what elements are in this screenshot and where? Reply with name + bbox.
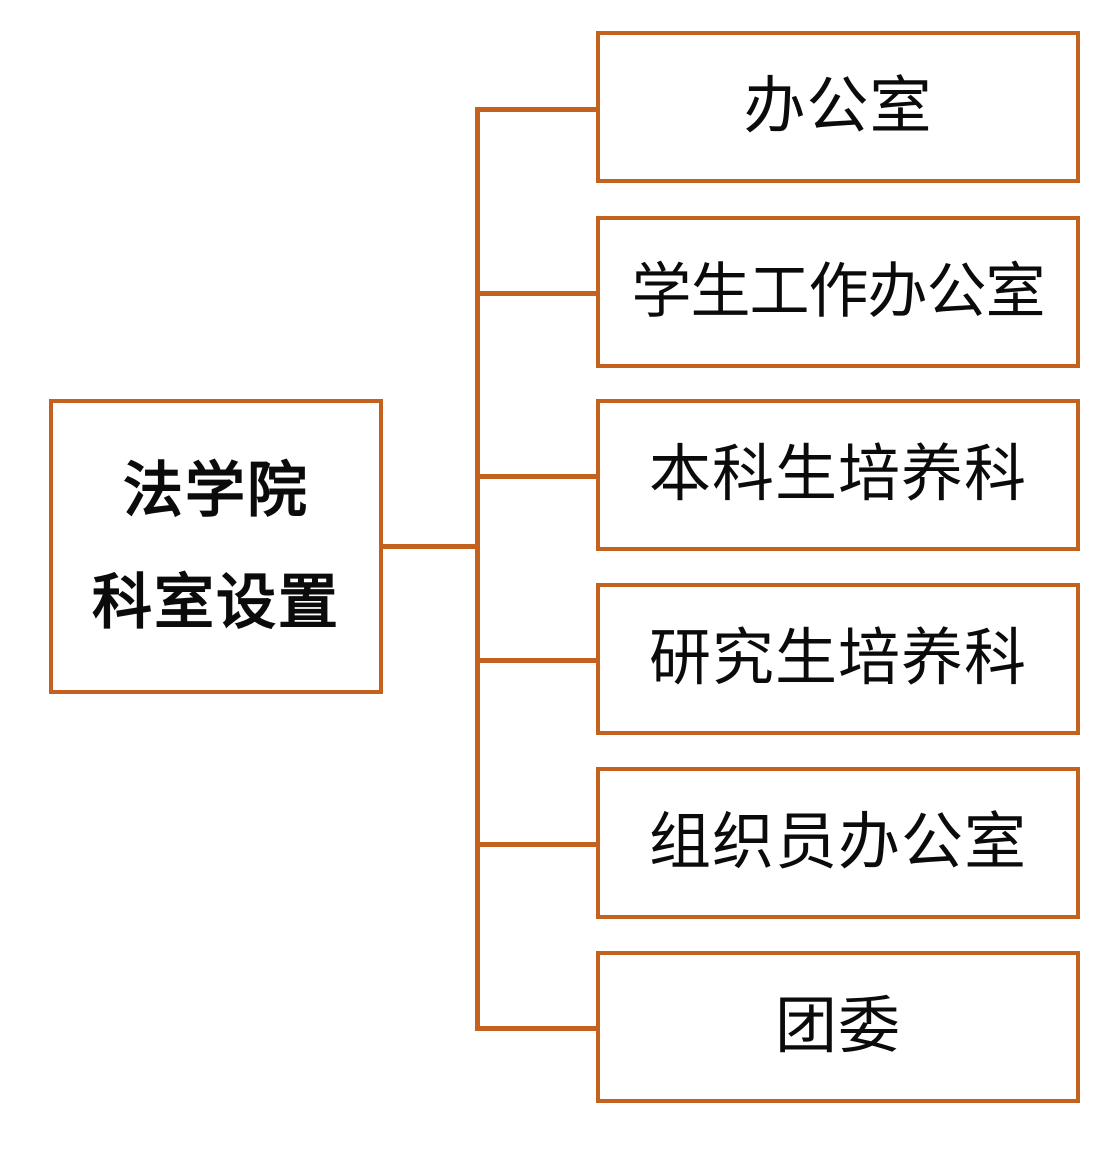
- child-node-label: 办公室: [743, 72, 933, 141]
- root-node-label-line1: 法学院: [123, 457, 309, 525]
- child-node-youth-league-committee[interactable]: 团委: [596, 951, 1080, 1103]
- connector-branch-5: [475, 842, 599, 847]
- connector-branch-3: [475, 474, 599, 479]
- connector-branch-2: [475, 291, 599, 296]
- child-node-label: 研究生培养科: [648, 624, 1027, 693]
- child-node-label: 本科生培养科: [648, 440, 1027, 509]
- child-node-label: 学生工作办公室: [631, 258, 1046, 325]
- child-node-graduate-training-section[interactable]: 研究生培养科: [596, 583, 1080, 735]
- connector-trunk: [475, 107, 480, 1031]
- child-node-student-affairs-office[interactable]: 学生工作办公室: [596, 216, 1080, 368]
- connector-root-stub: [383, 544, 478, 549]
- child-node-office[interactable]: 办公室: [596, 31, 1080, 183]
- connector-branch-6: [475, 1026, 599, 1031]
- child-node-label: 团委: [774, 992, 901, 1061]
- root-node[interactable]: 法学院 科室设置: [49, 399, 383, 694]
- child-node-label: 组织员办公室: [648, 808, 1027, 877]
- connector-branch-1: [475, 107, 599, 112]
- child-node-organizer-office[interactable]: 组织员办公室: [596, 767, 1080, 919]
- connector-branch-4: [475, 658, 599, 663]
- root-node-label-line2: 科室设置: [92, 568, 340, 636]
- child-node-undergraduate-training-section[interactable]: 本科生培养科: [596, 399, 1080, 551]
